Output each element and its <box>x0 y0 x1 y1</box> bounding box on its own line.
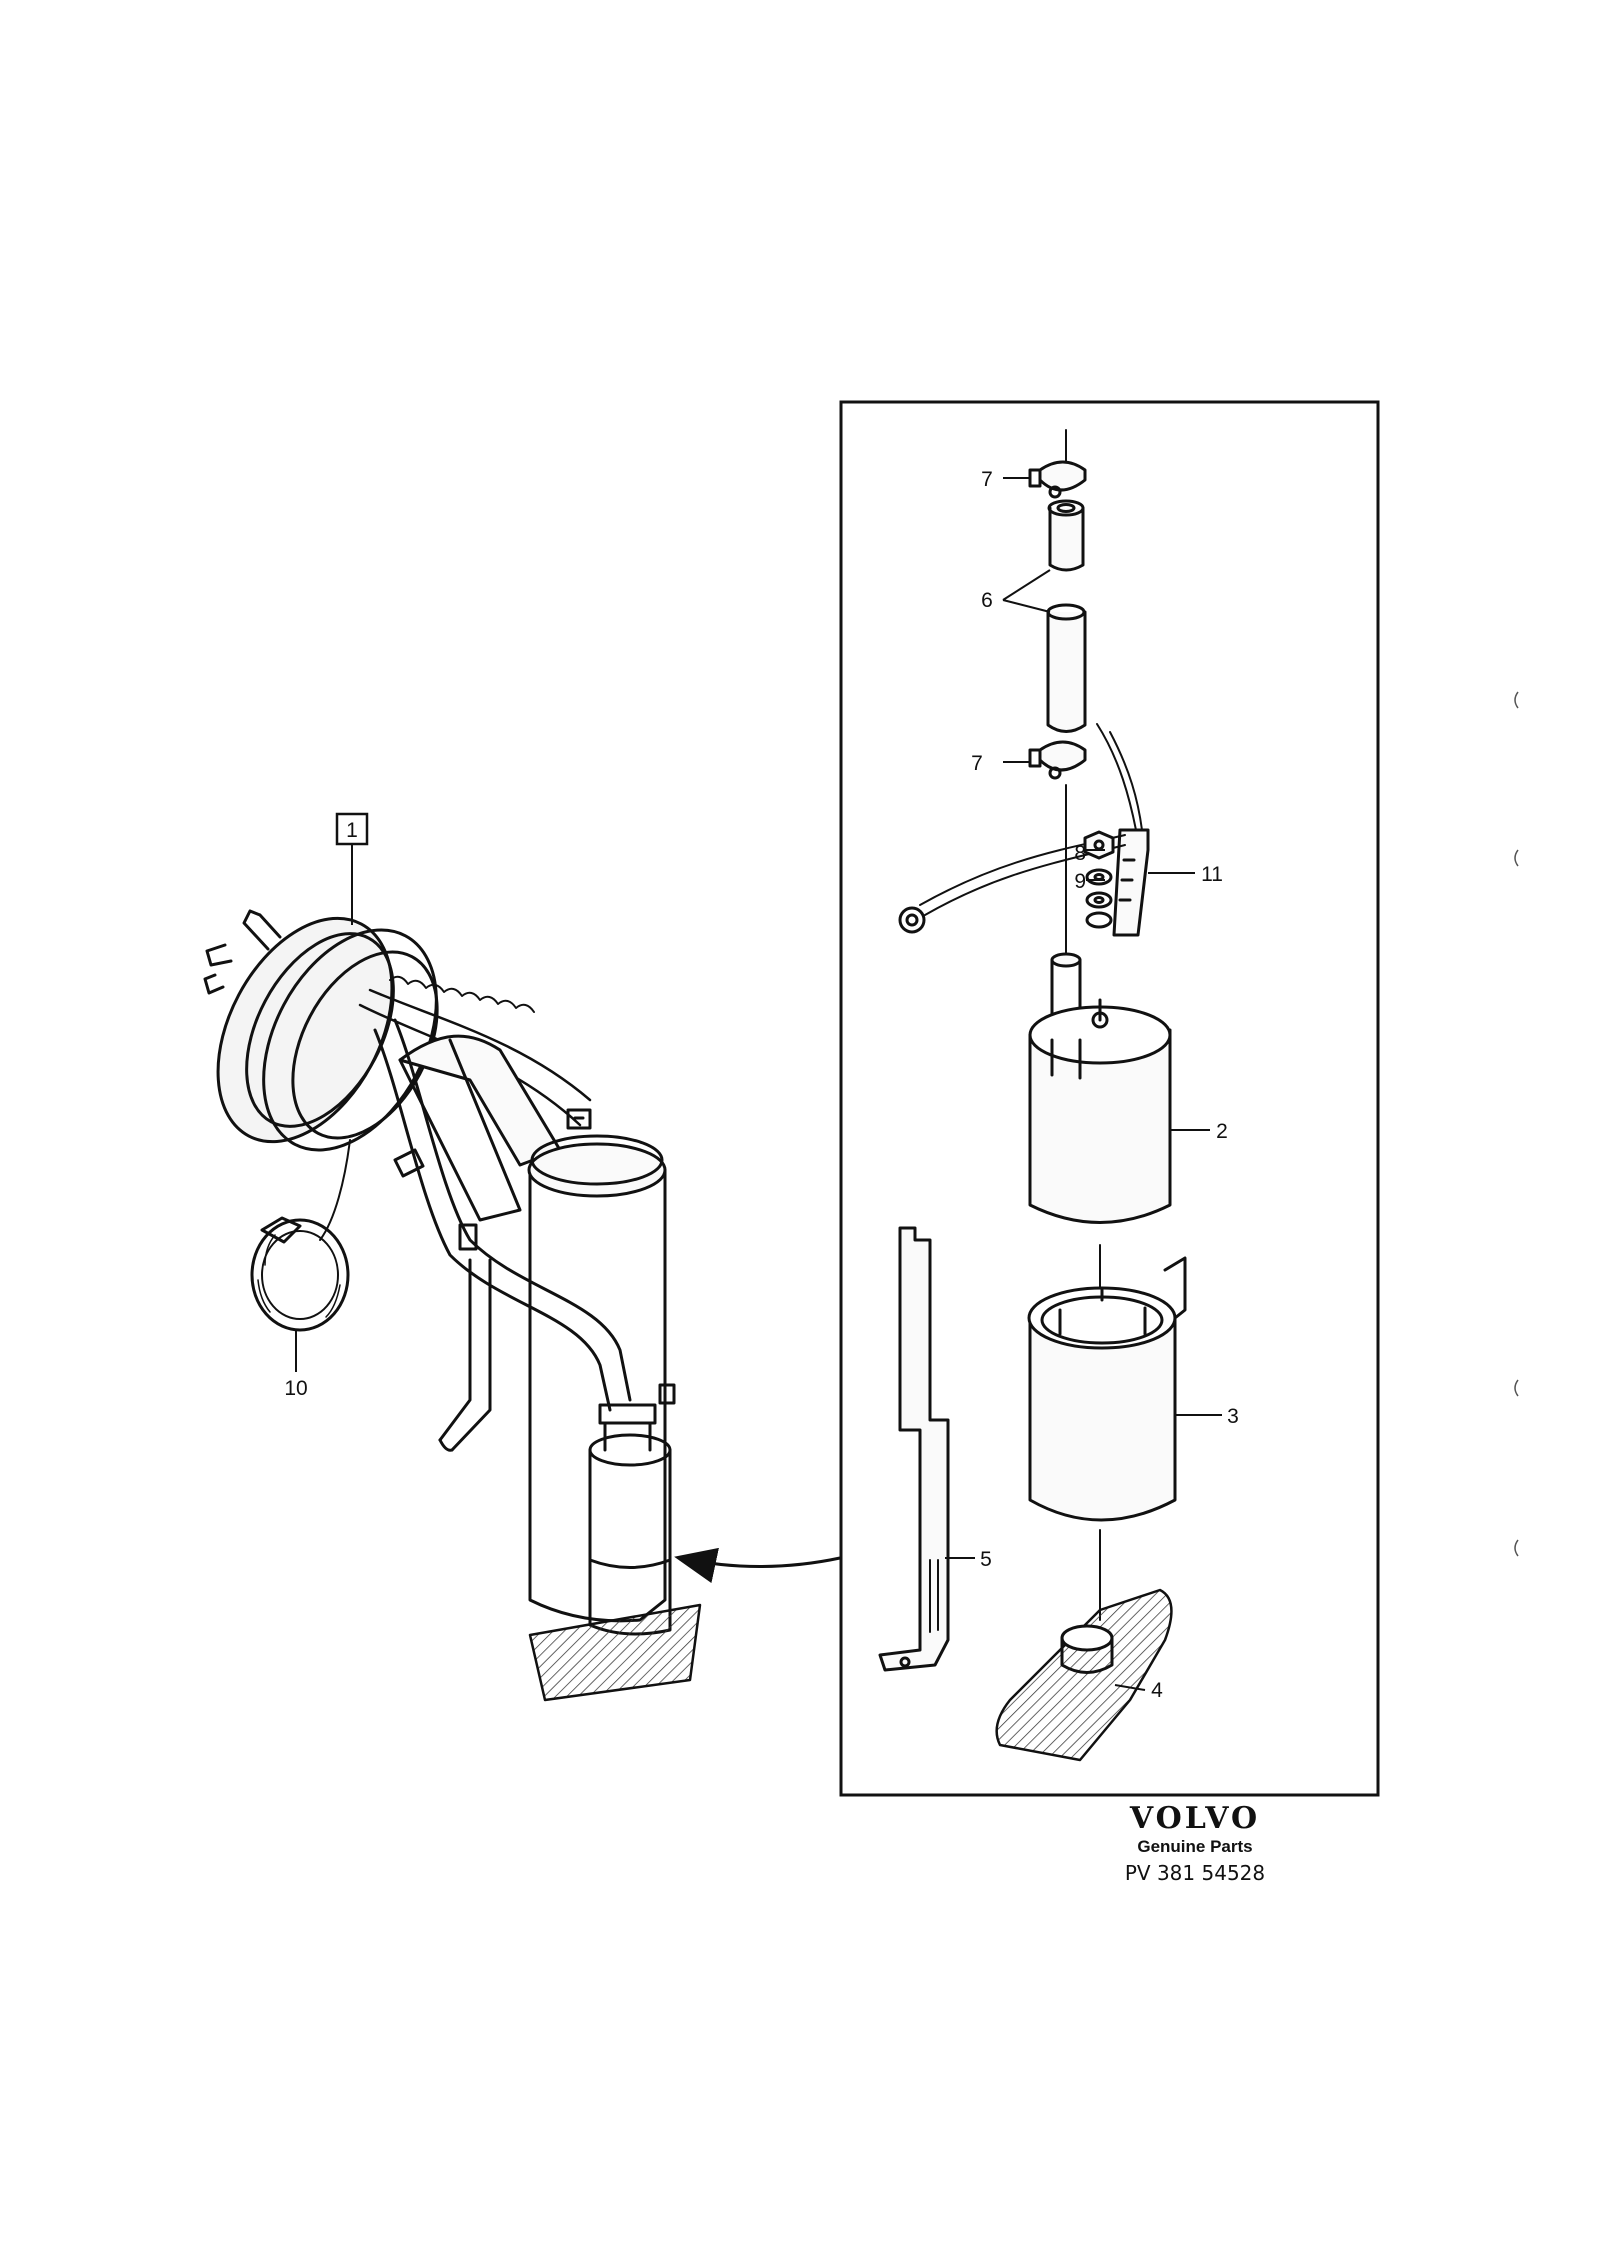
callout-10: 10 <box>284 1377 307 1400</box>
margin-marks <box>1514 691 1519 1557</box>
part-reference: PV 381 54528 <box>1124 1861 1266 1885</box>
fuel-pump-sender-assembly <box>203 909 702 1702</box>
callout-6: 6 <box>981 589 993 612</box>
callout-9: 9 <box>1074 870 1086 893</box>
callout-2: 2 <box>1216 1120 1228 1143</box>
callout-8: 8 <box>1074 842 1086 865</box>
callout-1-box <box>335 812 369 846</box>
callout-4: 4 <box>1151 1679 1163 1702</box>
detail-leaders <box>945 477 1222 1691</box>
detail-frame <box>839 400 1380 1797</box>
callout-5: 5 <box>980 1548 992 1571</box>
callout-3: 3 <box>1227 1405 1239 1428</box>
callout-7-top: 7 <box>981 468 993 491</box>
detail-arrow <box>674 1547 841 1584</box>
brand-tagline: Genuine Parts <box>1137 1837 1253 1856</box>
brand-logo: VOLVO <box>1129 1801 1261 1836</box>
callout-11: 11 <box>1201 863 1223 886</box>
detail-parts <box>878 429 1187 1762</box>
brand-block: VOLVO Genuine Parts PV 381 54528 <box>1105 1802 1285 1886</box>
callout-1: 1 <box>346 819 358 842</box>
callout-7-lower: 7 <box>971 752 983 775</box>
